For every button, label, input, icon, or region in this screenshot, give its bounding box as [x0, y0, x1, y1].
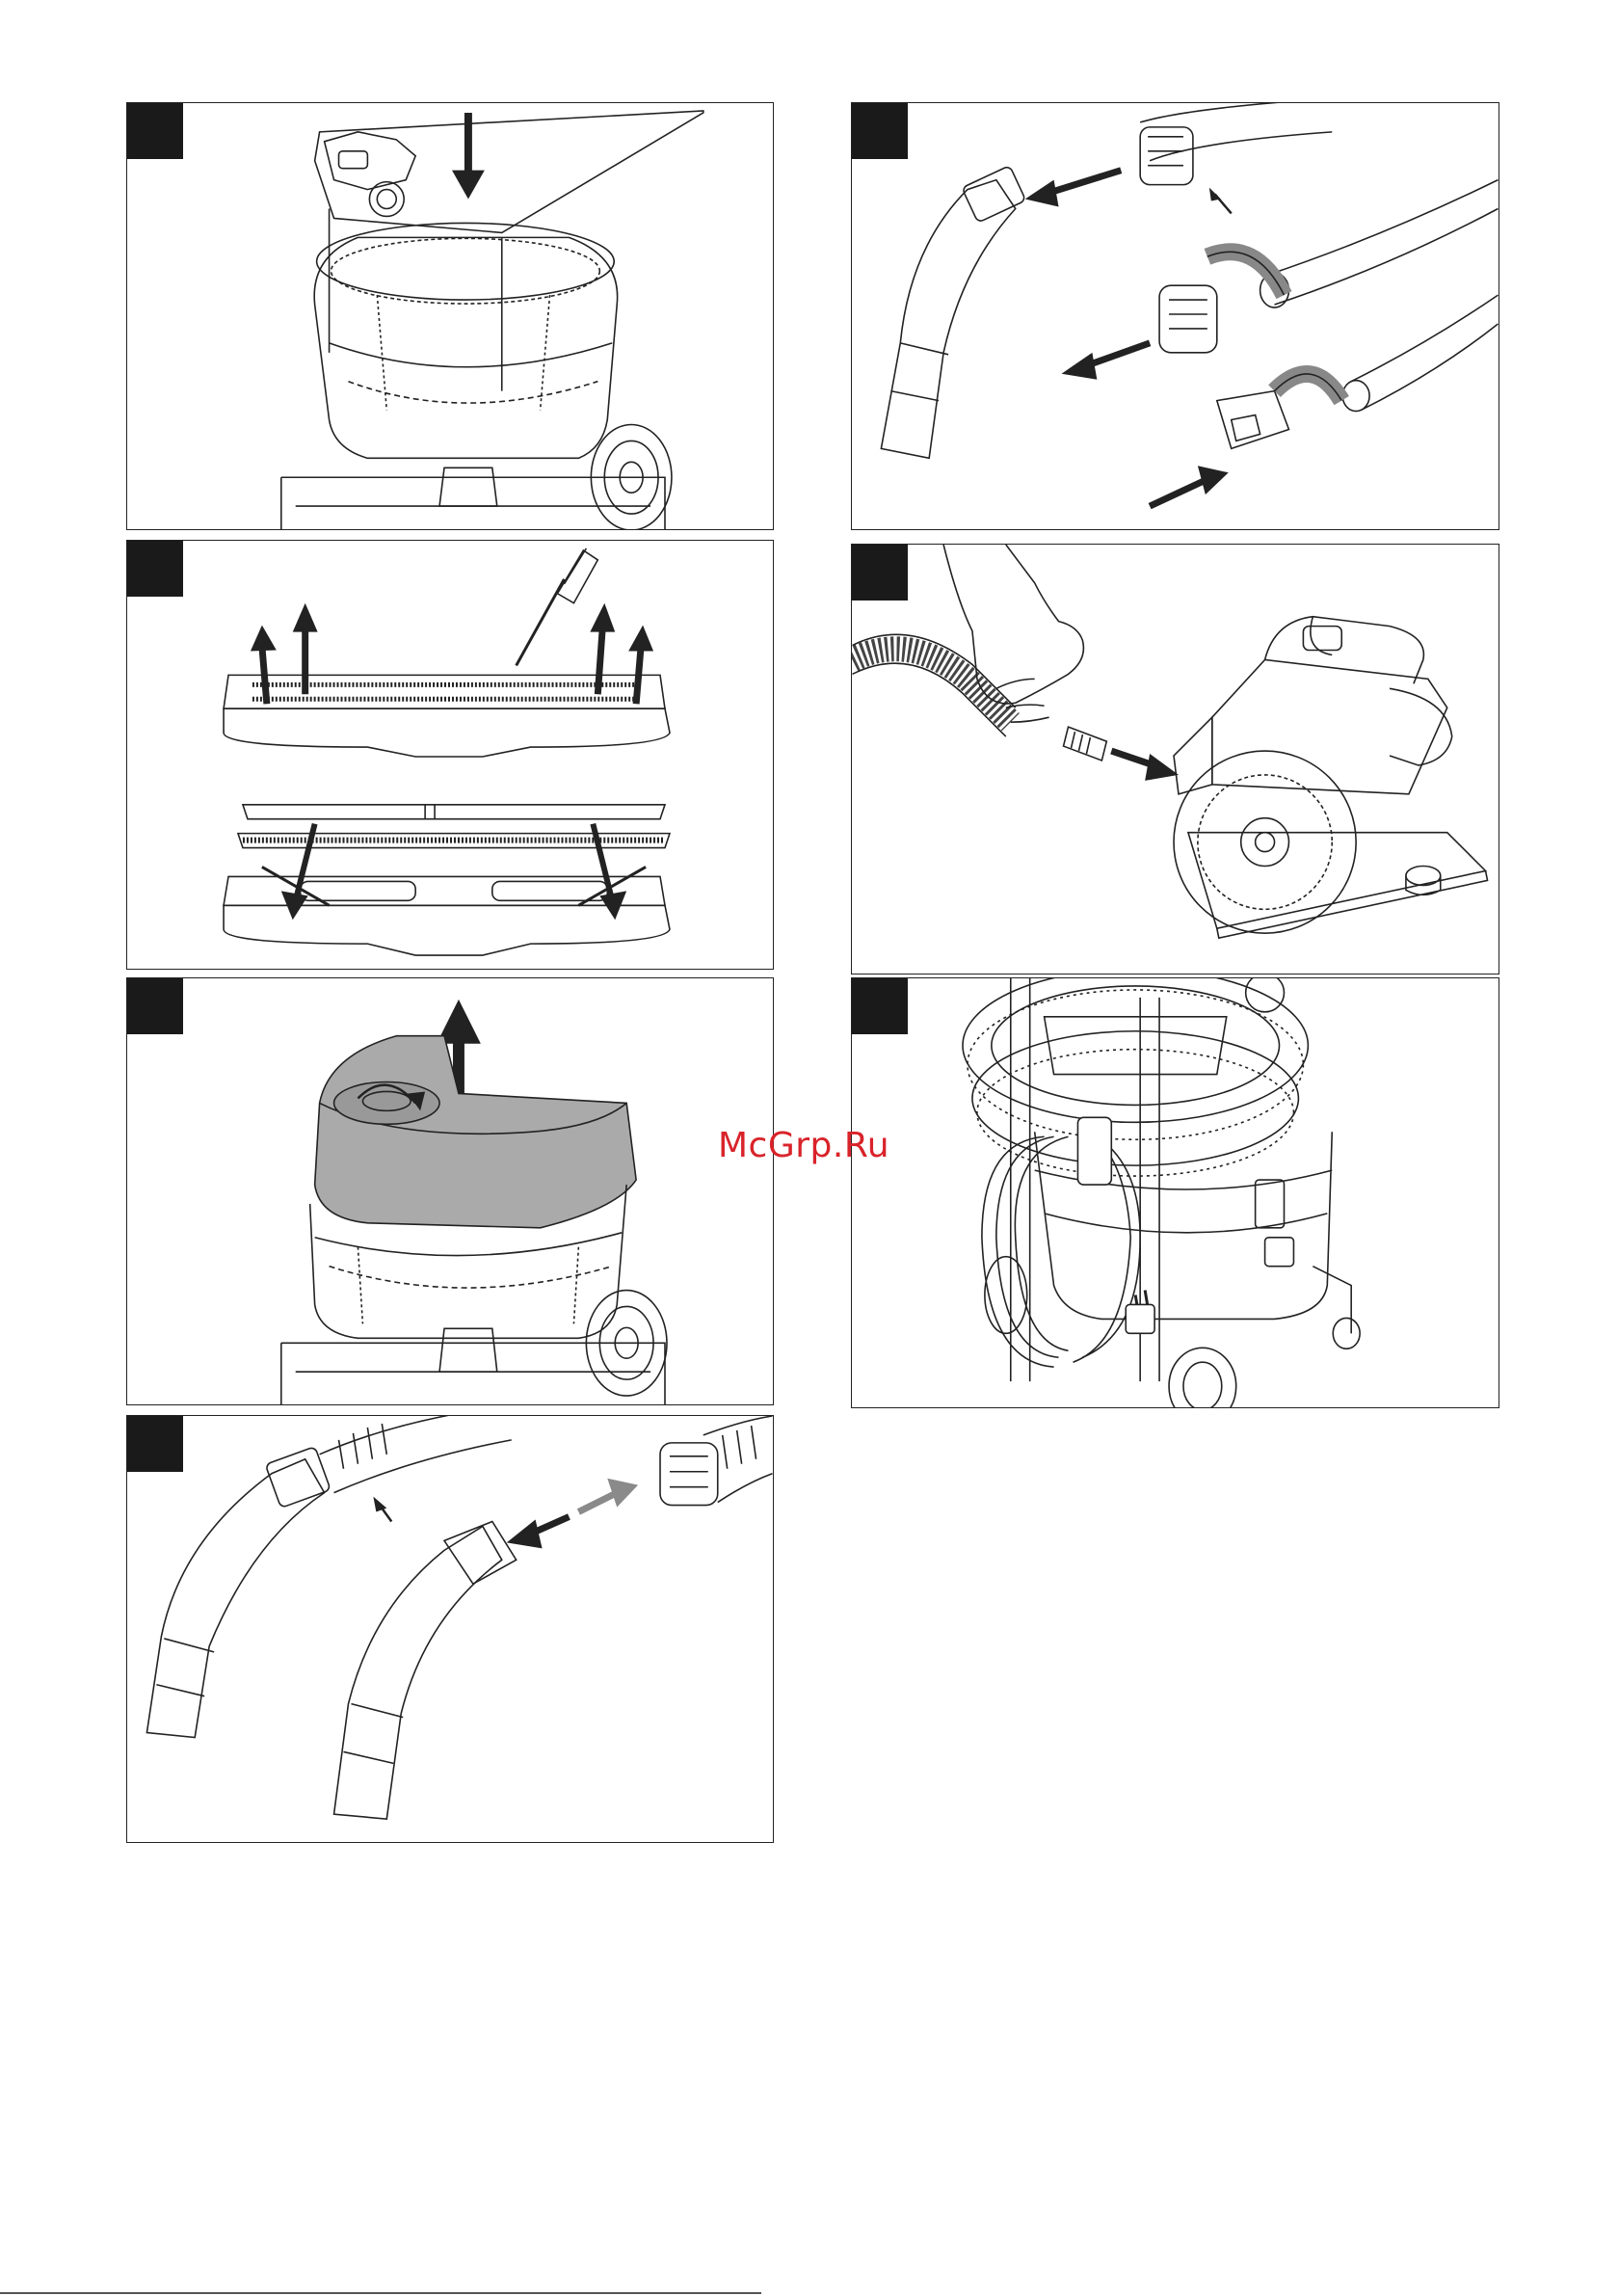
panel-head-removal — [126, 977, 774, 1405]
power-tool-hose-illustration — [852, 545, 1499, 974]
floor-nozzle-screwdriver-illustration — [127, 541, 773, 969]
hose-handle-detachment-illustration — [127, 1416, 773, 1842]
panel-handle-detachment — [126, 1415, 774, 1843]
step-number-box — [127, 541, 183, 597]
panel-power-tool-connection — [851, 544, 1499, 974]
panel-lid-insertion — [126, 102, 774, 530]
hose-coupling-illustration — [852, 103, 1499, 529]
panel-storage — [851, 977, 1499, 1408]
step-number-box — [127, 103, 183, 159]
step-number-box — [852, 545, 908, 601]
watermark-text: McGrp.Ru — [718, 1126, 889, 1165]
panel-floor-nozzle-strip-replacement — [126, 540, 774, 970]
vacuum-storage-illustration — [852, 978, 1499, 1407]
vacuum-head-removal-illustration — [127, 978, 773, 1404]
vacuum-lid-insertion-illustration — [127, 103, 773, 529]
step-number-box — [127, 1416, 183, 1472]
step-number-box — [127, 978, 183, 1034]
panel-hose-connection-options — [851, 102, 1499, 530]
step-number-box — [852, 978, 908, 1034]
page-bottom-rule — [0, 2292, 761, 2294]
step-number-box — [852, 103, 908, 159]
